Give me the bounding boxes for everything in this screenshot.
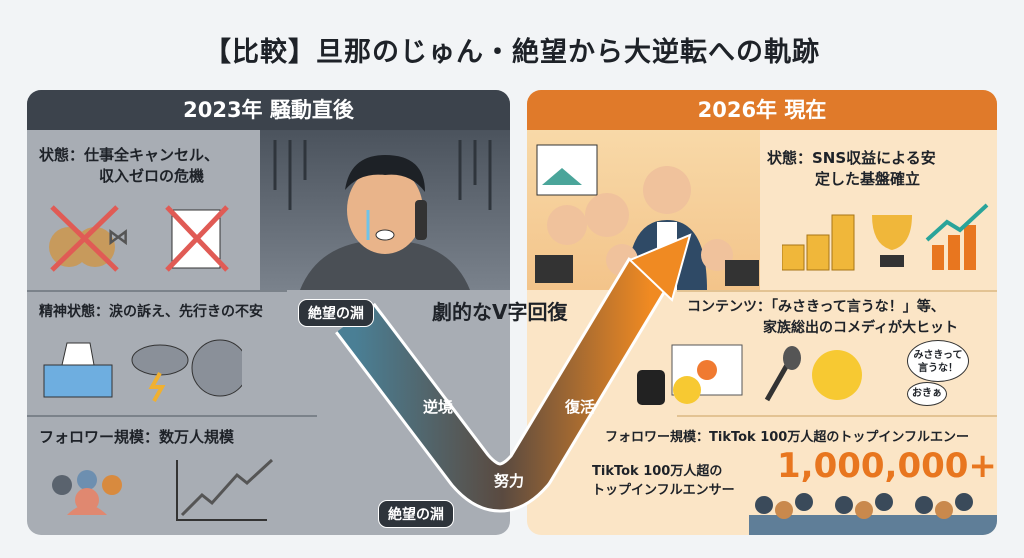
speech-bubble: みさきって 言うな！ [907,340,969,382]
crying-man-icon [273,140,492,290]
tissue-storm-sad-face-icons [43,339,242,402]
content-text: コンテンツ：「みさきって言うな！」等、 家族総出のコメディが大ヒット [687,297,958,339]
cheering-crowd-icon [749,493,997,535]
cancelled-money-contract-icons: ⋈ [49,205,229,272]
speech-bubble-small: おきぁ [907,382,947,406]
followers-text: フォロワー規模：数万人規模 [39,428,235,446]
content-line-1: コンテンツ：「みさきって言うな！」等、 [687,299,945,315]
coins-trophy-growth-icons [782,203,989,271]
video-mic-laugh-icons [637,344,862,405]
distressed-man-illustration [260,130,510,290]
panel-2023: 2023年 騒動直後 状態：仕事全キャンセル、 収入ゼロの危機 ⋈ 精神状態：涙… [27,90,510,535]
panel-2026: 2026年 現在 状態：SNS収益による安 定した基盤確立 コンテンツ：「みさき… [527,90,997,535]
revival-label: 復活 [565,398,596,416]
followers-text: フォロワー規模：TikTok 100万人超のトップインフルエンー [605,430,969,445]
speech-line-1: みさきって [913,350,963,361]
page-title: 【比較】旦那のじゅん・絶望から大逆転への軌跡 [204,37,820,68]
svg-text:⋈: ⋈ [107,225,129,250]
sub-line-2: トップインフルエンサー [592,483,735,498]
status-text: 状態：仕事全キャンセル、 収入ゼロの危機 [39,145,219,187]
status-line-1: 状態：仕事全キャンセル、 [39,146,220,164]
abyss-label-bottom: 絶望の淵 [378,500,454,528]
divider [27,415,317,417]
abyss-label-top: 絶望の淵 [298,299,374,327]
followers-subtext: TikTok 100万人超の トップインフルエンサー [592,462,735,500]
speech-line-2: 言うな！ [918,363,958,374]
content-line-2: 家族総出のコメディが大ヒット [763,320,959,336]
divider [27,290,287,292]
right-header: 2026年 現在 [527,90,997,130]
status-line-2: 収入ゼロの危機 [99,167,205,185]
sub-line-1: TikTok 100万人超の [592,464,723,479]
mental-state-text: 精神状態：涙の訴え、先行きの不安 [39,304,263,320]
left-header: 2023年 騒動直後 [27,90,510,130]
divider [677,415,997,417]
v-recovery-label: 劇的なV字回復 [432,300,568,324]
effort-label: 努力 [494,472,525,490]
adversity-label: 逆境 [423,398,454,416]
divider [677,290,997,292]
crowd-and-chart-icons [52,458,274,521]
follower-count: 1,000,000+ [777,446,997,486]
status-text: 状態：SNS収益による安 定した基盤確立 [767,148,936,190]
status-line-2: 定した基盤確立 [815,170,921,188]
status-line-1: 状態：SNS収益による安 [767,149,936,167]
